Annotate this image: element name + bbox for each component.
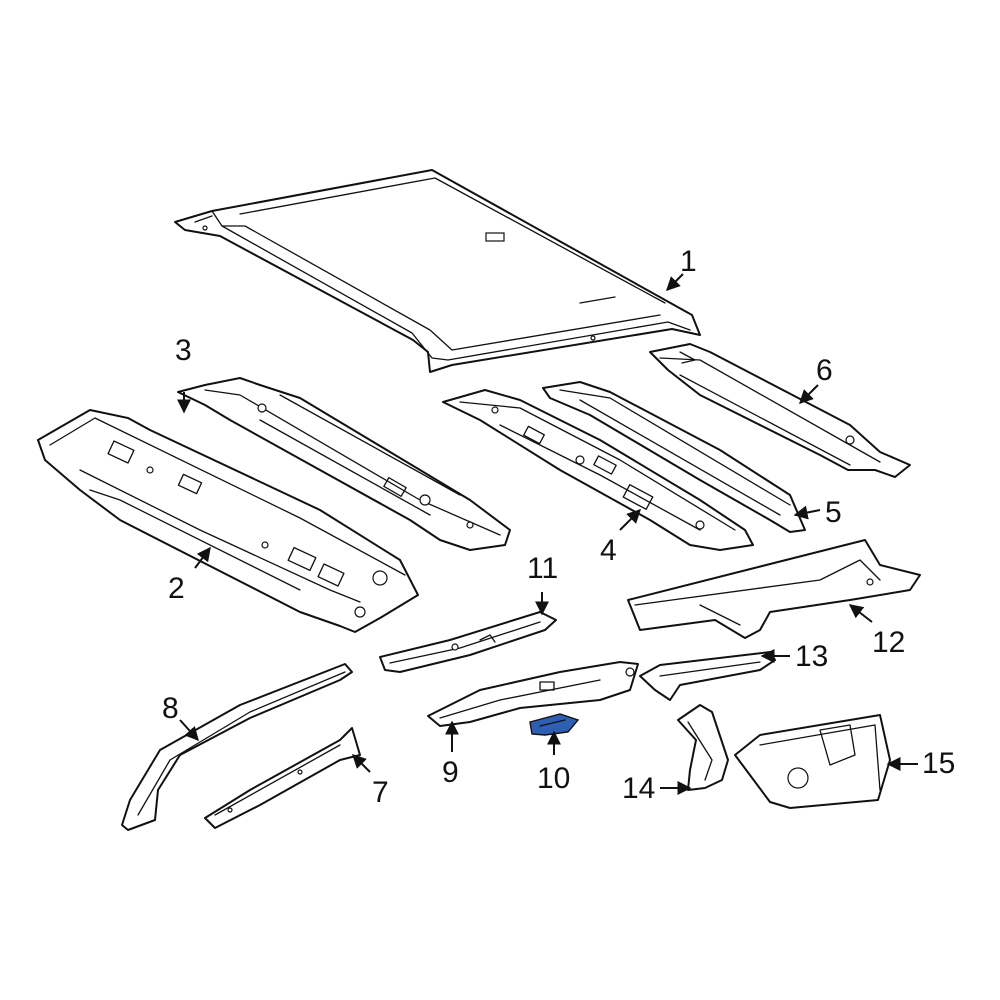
part-9-reinforcement-bracket	[427, 661, 639, 727]
part-2-front-header-panel	[37, 409, 419, 633]
part-1-roof-panel	[174, 169, 701, 373]
part-3-roof-bow	[177, 377, 511, 551]
leader-6	[799, 384, 819, 404]
callout-15: 15	[922, 747, 955, 780]
part-8-side-rail	[121, 663, 353, 831]
part-12-rear-header-panel	[627, 539, 921, 639]
callout-4: 4	[600, 534, 617, 567]
leader-7	[352, 754, 371, 773]
leader-2	[194, 546, 211, 569]
part-10-highlighted-bracket	[529, 713, 580, 736]
part-4-roof-bow	[442, 389, 754, 551]
callout-10: 10	[537, 762, 570, 795]
callout-leaders	[177, 273, 918, 795]
leader-1	[666, 273, 684, 291]
callout-labels: 1 2 3 4 5 6 7 8 9 10 11 12 13 14 15	[162, 245, 955, 809]
callout-9: 9	[442, 756, 459, 789]
part-13-reinforcement	[639, 651, 776, 701]
leader-4	[619, 509, 641, 531]
callout-14: 14	[622, 772, 655, 805]
part-7-inner-rail	[204, 727, 361, 829]
callout-5: 5	[825, 496, 842, 529]
callout-11: 11	[527, 552, 558, 585]
callout-6: 6	[816, 354, 833, 387]
callout-2: 2	[168, 572, 185, 605]
leader-8	[179, 719, 199, 742]
part-5-roof-bow	[542, 381, 806, 533]
callout-3: 3	[175, 334, 192, 367]
callout-8: 8	[162, 692, 179, 725]
leader-5	[793, 505, 821, 520]
callout-1: 1	[680, 245, 697, 278]
callout-13: 13	[795, 640, 828, 673]
part-6-rear-roof-bow	[649, 343, 911, 478]
callout-12: 12	[872, 626, 905, 659]
part-14-pillar-inner	[677, 704, 729, 791]
leader-12	[848, 604, 873, 623]
part-10-fill	[529, 713, 580, 736]
callout-7: 7	[372, 776, 389, 809]
part-15-quarter-inner-panel	[734, 714, 891, 809]
part-11-rail-reinforcement	[379, 611, 557, 673]
